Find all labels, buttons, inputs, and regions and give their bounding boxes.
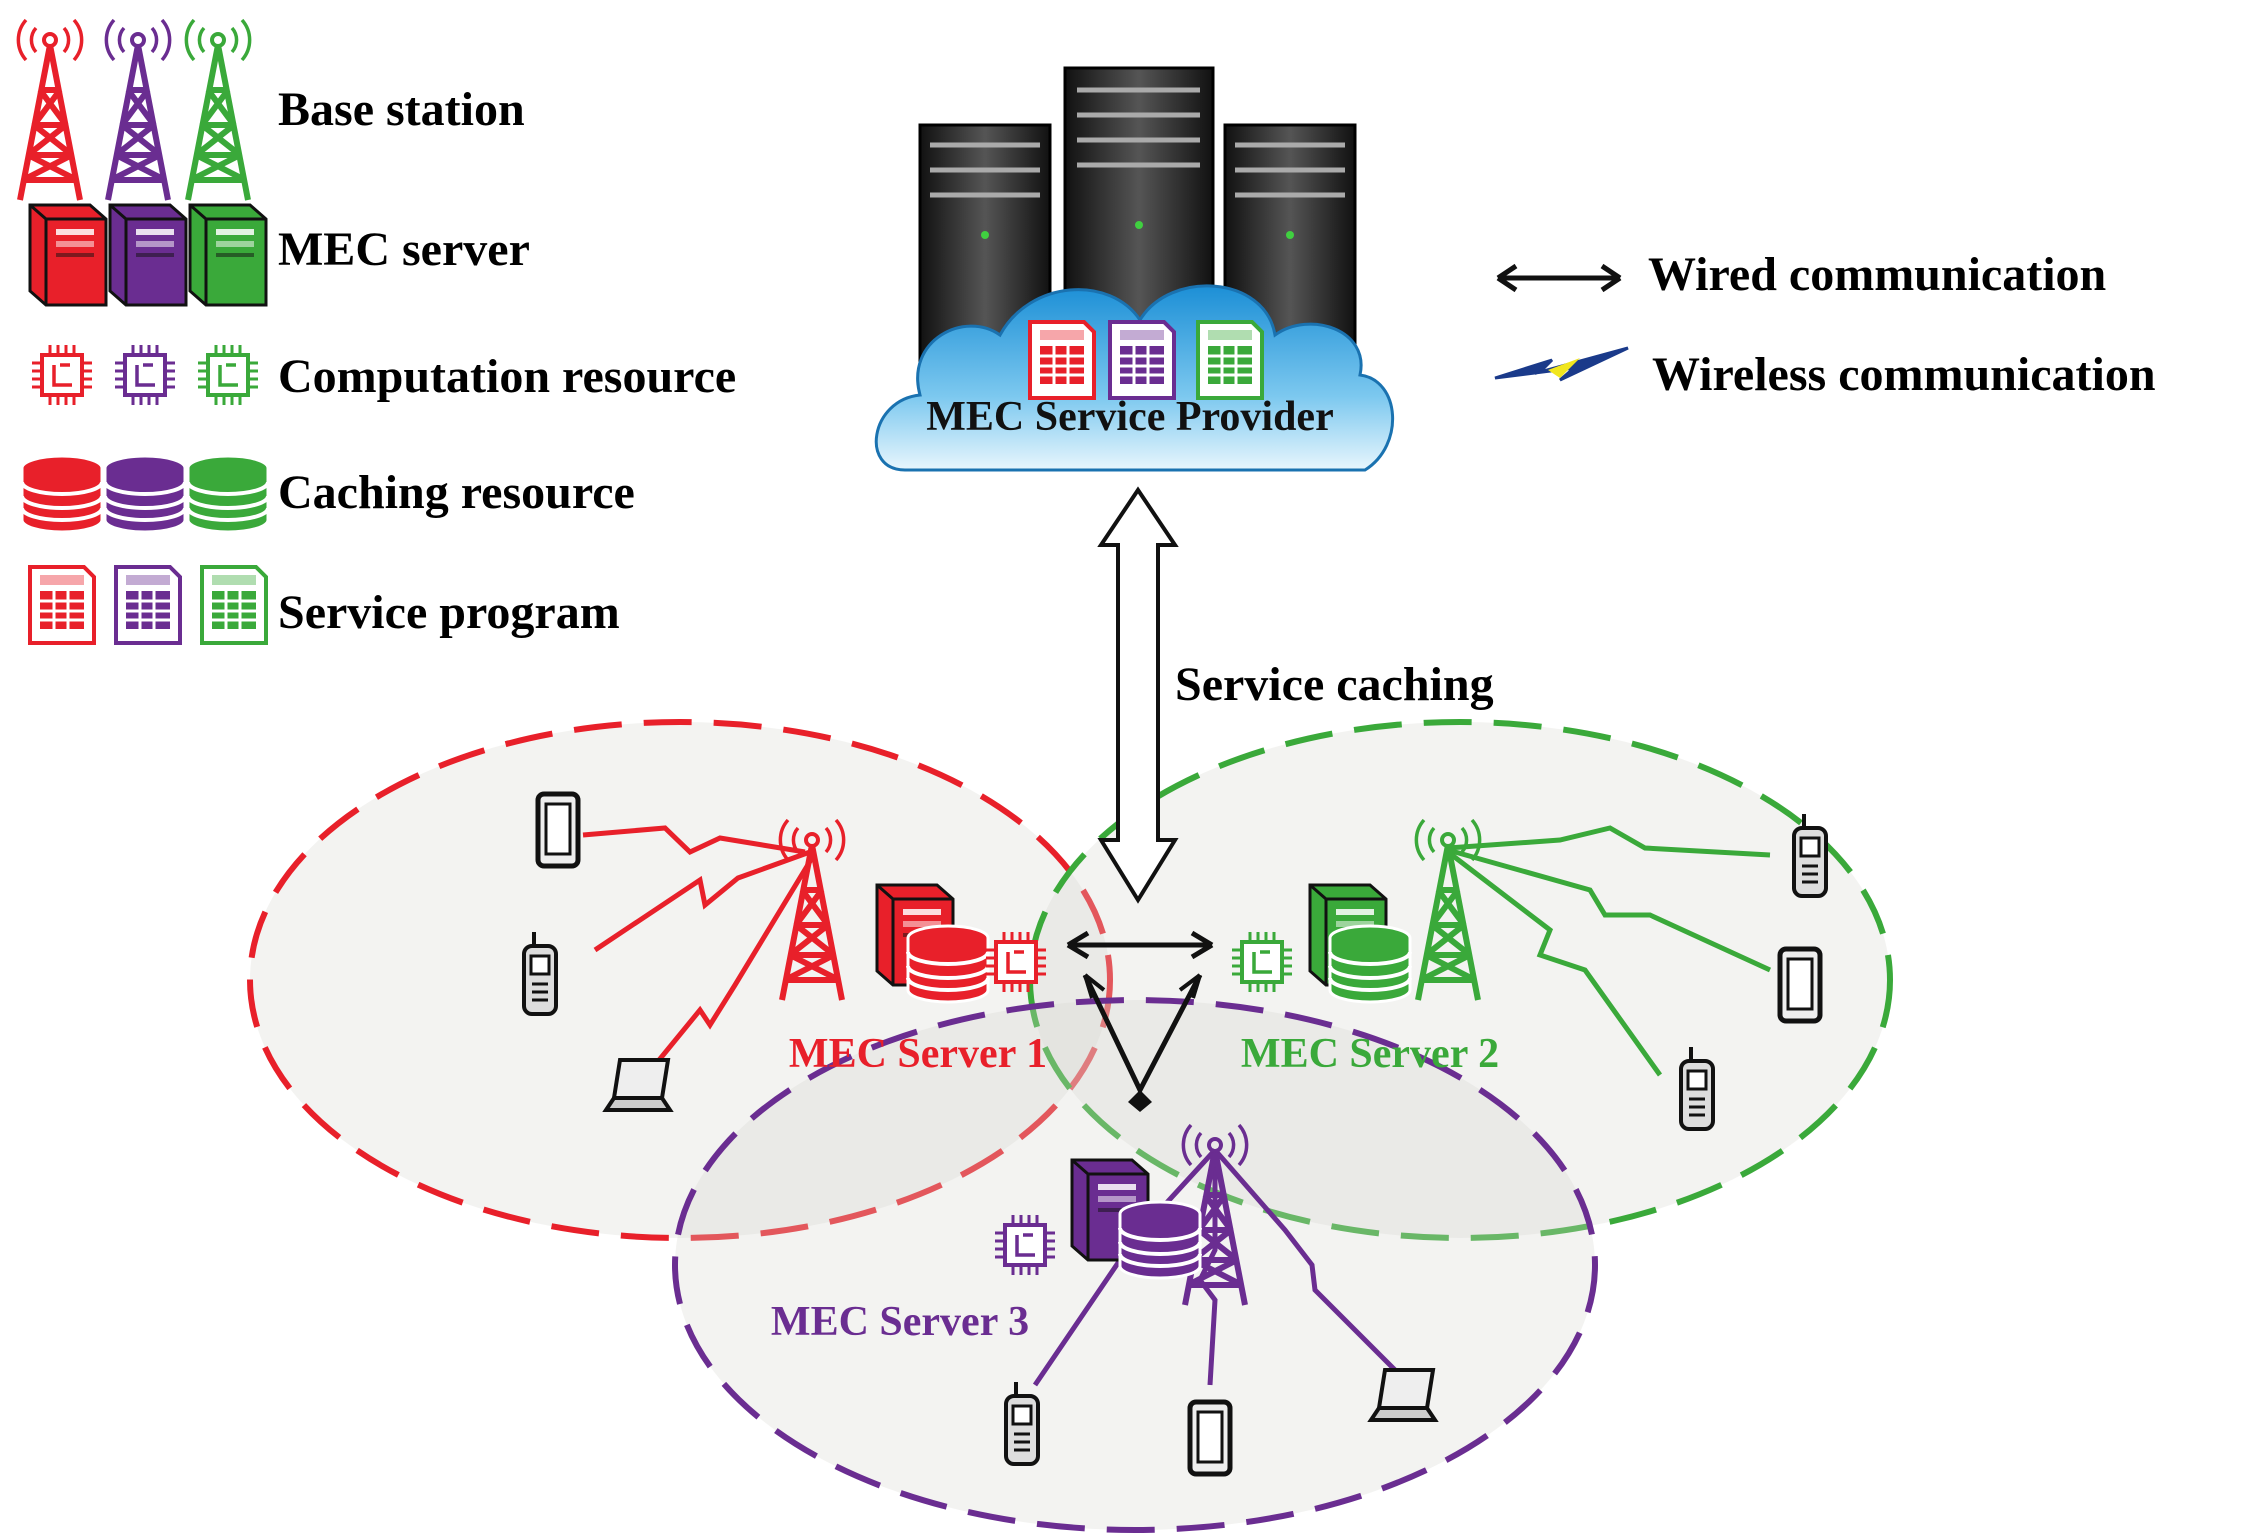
wired-links [1066,930,1214,1112]
disk-stack-icon [103,454,187,534]
mec-server-2: MEC Server 2 [1230,812,1828,1131]
disk-stack-icon [1328,924,1412,1004]
legend-computation-resource-label: Computation resource [278,350,736,403]
service-caching-arrow: Service caching [1097,486,1494,904]
tower-icon [106,20,169,200]
tablet-icon [1780,949,1820,1021]
legend-mec-server: MEC server [28,203,530,307]
legend-wired: Wired communication [1496,248,2106,301]
disk-stack-icon [186,454,270,534]
document-icon [114,565,182,645]
disk-stack-icon [906,924,990,1004]
server-icon [108,203,188,307]
chip-icon [196,343,260,407]
chip-icon [30,343,94,407]
chip-icon [1230,930,1294,994]
service-caching-label: Service caching [1175,658,1494,711]
legend-wireless: Wireless communication [1494,346,2156,401]
legend-caching-resource: Caching resource [20,454,635,534]
document-icon [1196,320,1264,400]
server-2-label: MEC Server 2 [1241,1031,1499,1077]
legend: Base station MEC server Computation reso… [18,20,736,645]
server-icon [28,203,108,307]
server-icon [188,203,268,307]
mec-server-3: MEC Server 3 [771,1125,1437,1474]
chip-icon [984,930,1048,994]
server-1-label: MEC Server 1 [789,1031,1047,1077]
legend-mec-server-label: MEC server [278,223,530,276]
lightning-icon [1494,346,1629,382]
double-arrow-icon [1496,263,1622,293]
tower-icon [186,20,249,200]
tablet-icon [1190,1402,1230,1474]
communication-legend: Wired communication Wireless communicati… [1494,248,2156,401]
legend-service-program: Service program [28,565,620,645]
cloud-label: MEC Service Provider [926,394,1333,440]
legend-service-program-label: Service program [278,586,620,639]
disk-stack-icon [1118,1200,1202,1280]
document-icon [200,565,268,645]
server-3-label: MEC Server 3 [771,1299,1029,1345]
legend-caching-resource-label: Caching resource [278,466,635,519]
chip-icon [113,343,177,407]
chip-icon [993,1213,1057,1277]
mec-server-1: MEC Server 1 [522,794,1048,1112]
tower-icon [18,20,81,200]
disk-stack-icon [20,454,104,534]
legend-base-station: Base station [18,20,525,200]
document-icon [1108,320,1176,400]
coverage-areas [247,719,1893,1533]
tablet-icon [538,794,578,866]
document-icon [1028,320,1096,400]
legend-base-station-label: Base station [278,83,525,136]
coverage-area-server-1 [247,719,1113,1241]
wireless-links-server-1 [582,825,815,1067]
document-icon [28,565,96,645]
legend-wired-label: Wired communication [1648,248,2106,301]
legend-wireless-label: Wireless communication [1652,348,2156,401]
legend-computation-resource: Computation resource [30,343,736,407]
mec-service-provider: MEC Service Provider [874,66,1395,472]
wireless-links-server-2 [1446,825,1772,1077]
